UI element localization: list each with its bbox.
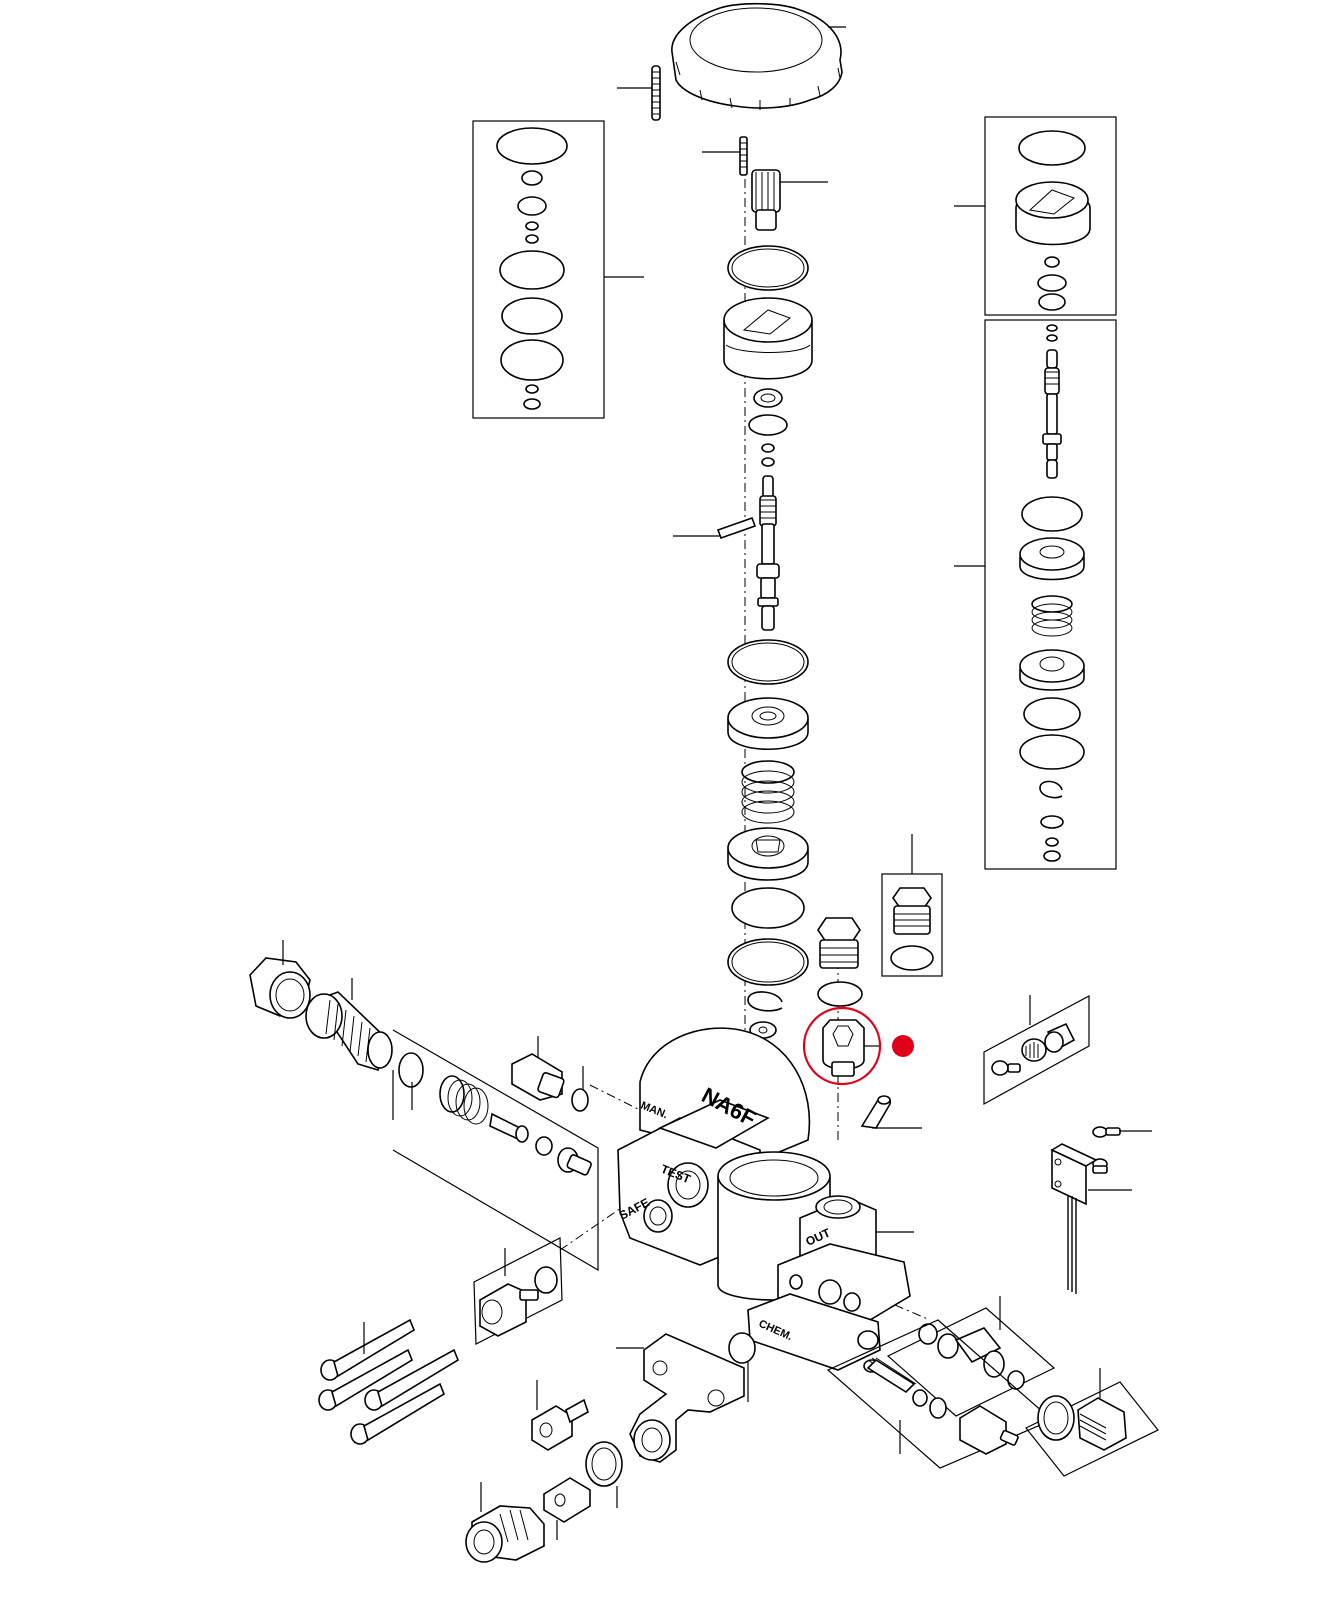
screw-right-1[interactable] bbox=[1092, 1126, 1152, 1138]
chemical-injector-kit[interactable] bbox=[826, 1319, 1054, 1469]
plug[interactable] bbox=[817, 917, 863, 1007]
o-ring-elbow[interactable] bbox=[728, 1332, 756, 1364]
threaded-stud-top[interactable] bbox=[617, 65, 661, 121]
o-ring-large-2-inner bbox=[731, 642, 805, 682]
valve-cap[interactable] bbox=[723, 297, 813, 380]
pump-manifold-body[interactable] bbox=[617, 1027, 914, 1371]
latch-lever[interactable] bbox=[860, 1095, 922, 1129]
hose-barb[interactable] bbox=[543, 1477, 591, 1540]
o-ring-large-4-inner bbox=[731, 941, 805, 983]
seat-retainer[interactable] bbox=[727, 697, 809, 751]
o-ring-tiny-2[interactable] bbox=[761, 457, 775, 467]
cross-pin[interactable] bbox=[673, 516, 757, 540]
o-ring-small-1[interactable] bbox=[748, 414, 788, 436]
highlighted-valve-cage[interactable] bbox=[822, 1019, 880, 1077]
o-ring-large-1[interactable] bbox=[727, 245, 809, 291]
valve-seat[interactable] bbox=[727, 827, 809, 881]
o-ring-tiny-1[interactable] bbox=[761, 443, 775, 453]
valve-cap-kit[interactable] bbox=[954, 116, 1117, 316]
inlet-fitting[interactable] bbox=[305, 978, 393, 1071]
gasket-washer-inner bbox=[591, 1447, 617, 1481]
gasket-washer[interactable] bbox=[585, 1441, 623, 1487]
nipple-adapter[interactable] bbox=[511, 1036, 565, 1101]
piston-shaft[interactable] bbox=[756, 475, 780, 631]
cartridge-kit[interactable] bbox=[473, 1237, 563, 1345]
screw-right-2[interactable] bbox=[1092, 1158, 1108, 1174]
o-ring-large-3[interactable] bbox=[731, 887, 805, 929]
socket-screw[interactable] bbox=[531, 1380, 589, 1451]
spring[interactable] bbox=[741, 760, 795, 824]
highlight-marker[interactable] bbox=[892, 1035, 914, 1057]
check-valve-kit[interactable] bbox=[983, 995, 1090, 1106]
o-ring-large-2[interactable] bbox=[727, 639, 809, 685]
washer-1[interactable] bbox=[753, 388, 783, 408]
plug-kit[interactable] bbox=[881, 834, 943, 977]
bolt-1[interactable] bbox=[320, 1318, 415, 1381]
bolt-2[interactable] bbox=[318, 1348, 413, 1411]
o-ring-side-1[interactable] bbox=[571, 1088, 589, 1112]
adjustment-knob[interactable] bbox=[671, 2, 846, 110]
set-screw[interactable] bbox=[702, 136, 748, 176]
highlight-ring bbox=[802, 1006, 882, 1086]
hex-nut[interactable] bbox=[249, 940, 311, 1019]
flat-washer-hole bbox=[758, 1026, 768, 1034]
left-axis-upper bbox=[589, 1084, 641, 1111]
o-ring-large-4[interactable] bbox=[727, 938, 809, 986]
bolt-3[interactable] bbox=[364, 1348, 459, 1411]
snap-ring[interactable] bbox=[747, 991, 783, 1012]
injector-kit[interactable] bbox=[392, 1029, 599, 1272]
outlet-plug-kit[interactable] bbox=[1025, 1368, 1159, 1477]
quick-coupler[interactable] bbox=[465, 1482, 545, 1563]
washer-1-hole bbox=[760, 393, 776, 403]
piston-kit[interactable] bbox=[954, 319, 1117, 870]
bolt-4[interactable] bbox=[350, 1382, 445, 1445]
spline-adapter[interactable] bbox=[751, 169, 828, 231]
seal-kit-left[interactable] bbox=[472, 120, 644, 419]
pressure-switch[interactable] bbox=[1050, 1143, 1132, 1294]
inlet-elbow[interactable] bbox=[616, 1333, 745, 1463]
o-ring-inner-1 bbox=[731, 248, 805, 288]
